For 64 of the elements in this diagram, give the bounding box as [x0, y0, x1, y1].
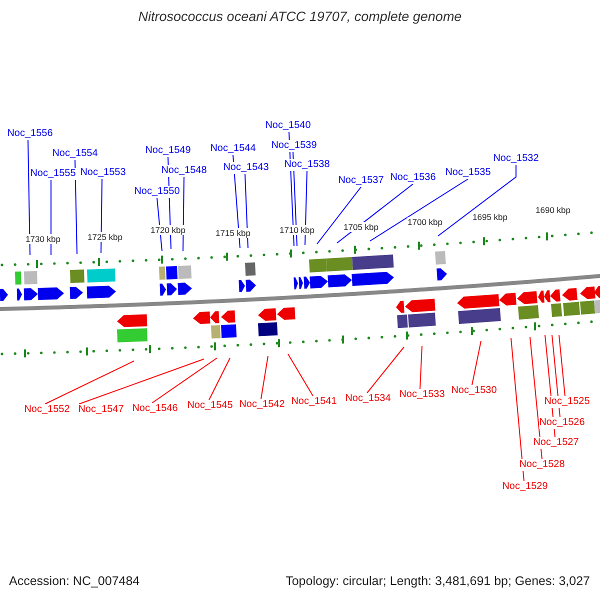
- gene-label: Noc_1547: [78, 404, 124, 416]
- gene-label: Noc_1529: [502, 481, 548, 493]
- leader-line: [100, 178, 102, 254]
- leader-line: [420, 346, 422, 390]
- gene-label: Noc_1539: [271, 140, 317, 152]
- gene-label: Noc_1534: [345, 393, 391, 405]
- gene-label: Noc_1527: [533, 437, 579, 449]
- gene-label: Noc_1537: [338, 175, 384, 187]
- leader-line: [438, 164, 516, 236]
- gene-label: Noc_1552: [24, 404, 70, 416]
- leader-line: [44, 360, 134, 404]
- leader-line: [28, 140, 30, 256]
- title: Nitrosococcus oceani ATCC 19707, complete genome: [137, 11, 463, 23]
- gene-label: Noc_1550: [134, 186, 180, 198]
- leader-line: [74, 160, 78, 254]
- gene-label: Noc_1544: [210, 143, 256, 155]
- leader-line: [152, 358, 218, 404]
- scale-label: 1690 kbp: [536, 205, 570, 215]
- leader-line: [472, 340, 482, 386]
- leader-line: [50, 180, 52, 256]
- leader-line: [366, 346, 404, 394]
- gene-label: Noc_1545: [187, 400, 233, 412]
- gene-label: Noc_1532: [493, 153, 539, 165]
- gene-label: Noc_1556: [7, 128, 53, 140]
- scale-label: 1715 kbp: [216, 228, 250, 238]
- accession-text: Accession: NC_007484: [9, 575, 140, 587]
- scale-label: 1705 kbp: [344, 222, 378, 232]
- gene-label: Noc_1540: [265, 120, 311, 132]
- gene-label: Noc_1542: [239, 399, 285, 411]
- gene-label: Noc_1533: [399, 389, 445, 401]
- gene-label: Noc_1543: [223, 162, 269, 174]
- leader-line: [182, 176, 184, 252]
- scale-label: 1700 kbp: [408, 217, 442, 227]
- leader-line: [304, 170, 308, 246]
- gene-label: Noc_1536: [390, 172, 436, 184]
- gene-label: Noc_1553: [80, 167, 126, 179]
- gene-label: Noc_1555: [30, 168, 76, 180]
- gene-label: Noc_1530: [451, 385, 497, 397]
- leader-line: [558, 334, 566, 396]
- gene-label: Noc_1549: [145, 145, 191, 157]
- gene-label: Noc_1546: [132, 403, 178, 415]
- gene-label: Noc_1538: [284, 159, 330, 171]
- gene-label: Noc_1526: [539, 417, 585, 429]
- leader-line: [530, 336, 542, 460]
- gene-label: Noc_1548: [161, 165, 207, 177]
- scale-label: 1710 kbp: [280, 225, 314, 235]
- leader-line: [78, 358, 204, 404]
- leader-line: [288, 354, 314, 396]
- genome-info-text: Topology: circular; Length: 3,481,691 bp; Genes: 3,027: [286, 575, 590, 587]
- gene-label: Noc_1535: [445, 167, 491, 179]
- scale-label: 1730 kbp: [26, 234, 60, 244]
- gene-label: Noc_1554: [52, 148, 98, 160]
- leader-line: [370, 178, 468, 242]
- gene-label: Noc_1525: [544, 396, 590, 408]
- leader-line: [510, 338, 524, 482]
- leader-line: [244, 174, 248, 248]
- scale-label: 1695 kbp: [472, 212, 508, 222]
- scale-label: 1720 kbp: [150, 225, 186, 235]
- gene-label: Noc_1541: [291, 396, 337, 408]
- leader-line: [208, 358, 230, 400]
- leader-line: [316, 186, 362, 244]
- scale-label: 1725 kbp: [88, 232, 122, 242]
- leader-line: [260, 356, 268, 400]
- gene-label: Noc_1528: [519, 459, 565, 471]
